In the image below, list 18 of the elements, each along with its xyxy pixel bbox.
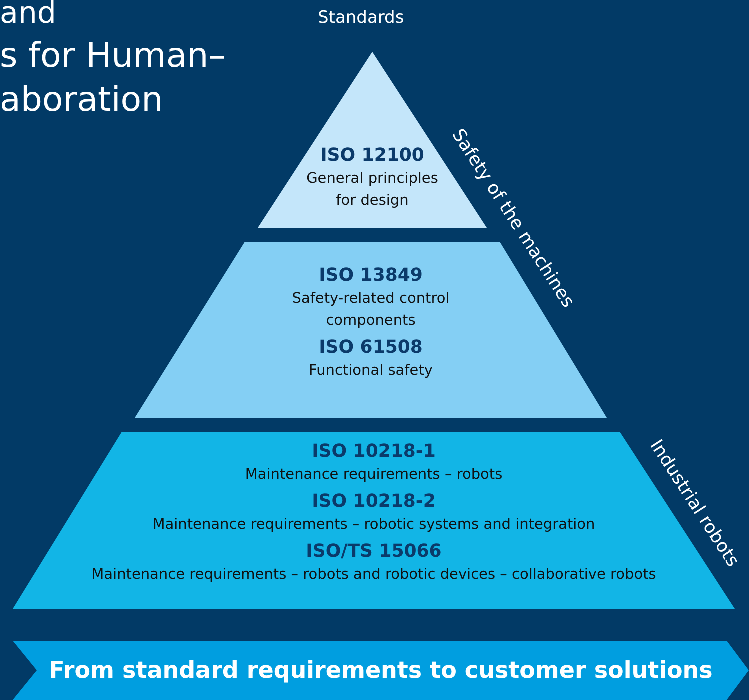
heading-text: s for Human–	[0, 36, 226, 76]
standard-code: ISO 13849	[319, 264, 423, 288]
heading-text: and	[0, 0, 56, 31]
banner-arrow	[13, 641, 749, 700]
standard-description: Maintenance requirements – robotic systems and integration	[152, 516, 596, 535]
banner-text: From standard requirements to customer solutions	[49, 658, 713, 684]
standard-code: ISO/TS 15066	[306, 540, 442, 564]
standard-description: Maintenance requirements – robots	[245, 466, 503, 485]
heading-text: aboration	[0, 80, 164, 120]
standard-code: ISO 10218-1	[312, 440, 436, 464]
standard-description: General principles for design	[306, 170, 440, 211]
standard-code: ISO 61508	[319, 336, 423, 360]
apex-label: Standards	[318, 8, 404, 28]
standard-description: Safety-related control components	[291, 290, 451, 331]
standard-code: ISO 10218-2	[312, 490, 436, 514]
standard-description: Functional safety	[309, 362, 433, 381]
standard-code: ISO 12100	[320, 144, 424, 168]
standard-description: Maintenance requirements – robots and robotic devices – collaborative robots	[92, 566, 656, 585]
